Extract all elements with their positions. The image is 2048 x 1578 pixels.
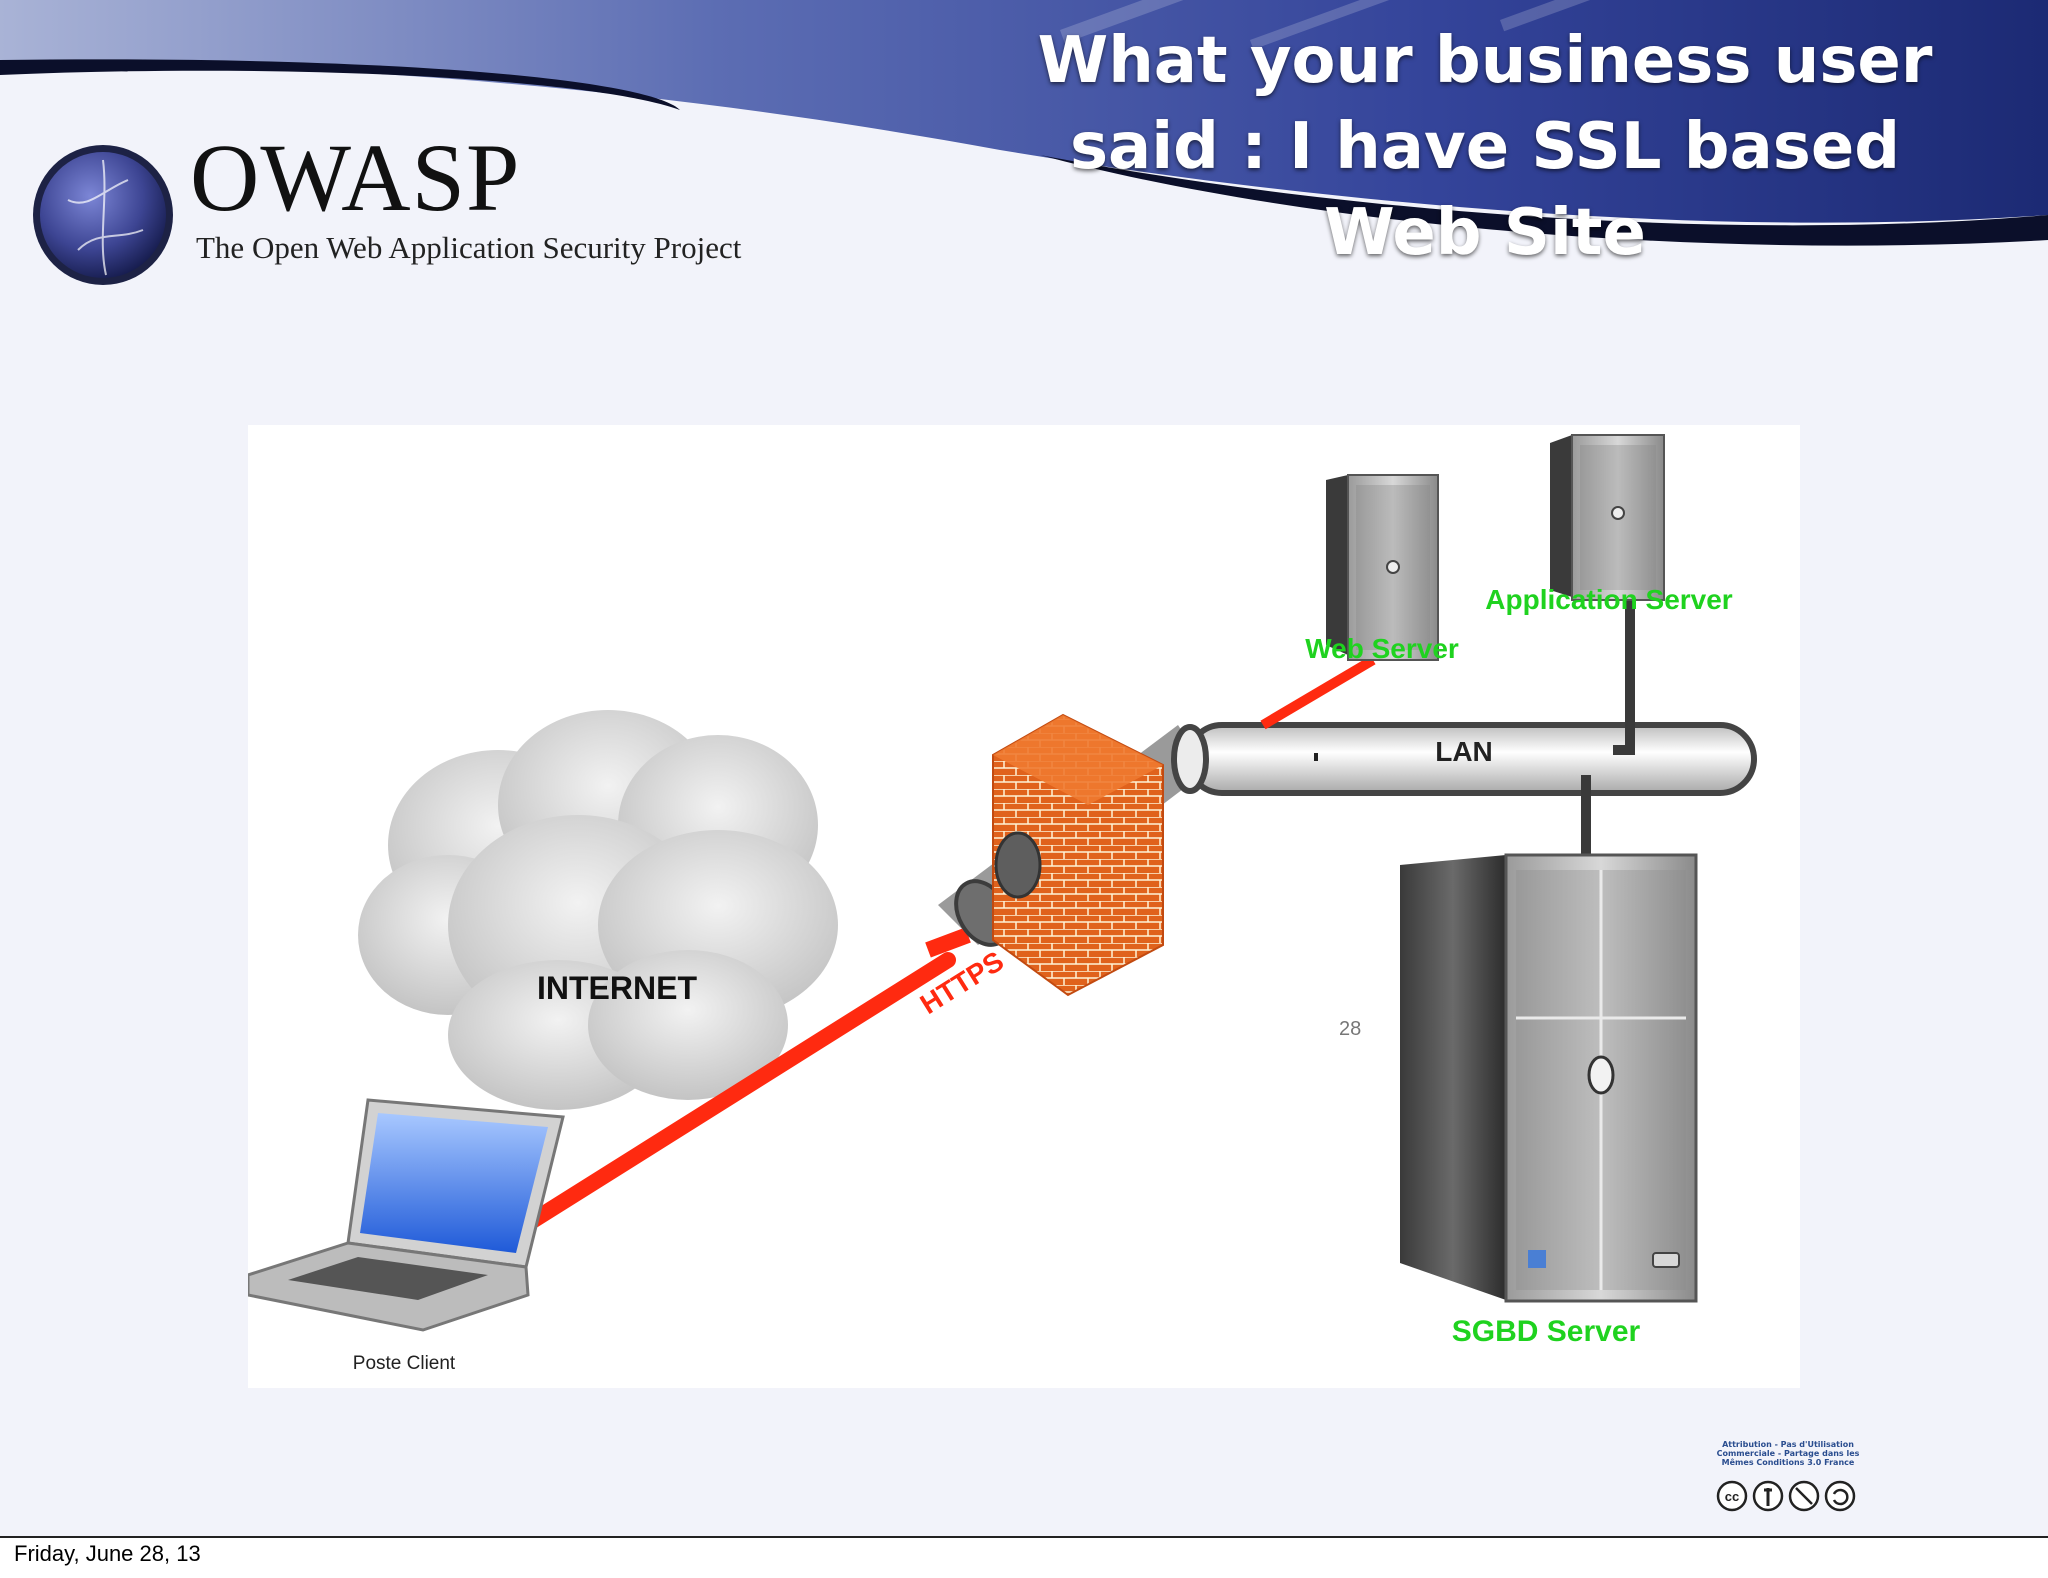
cc-icon	[1716, 1480, 1748, 1512]
sgbd-server-icon	[1400, 853, 1698, 1303]
web-server-icon	[1326, 474, 1439, 661]
slide: What your business user said : I have SS…	[0, 0, 2048, 1538]
sa-icon	[1824, 1480, 1856, 1512]
page-number: 28	[1339, 1018, 1362, 1040]
header-band	[0, 0, 2048, 246]
web-server-link	[1260, 655, 1376, 730]
creative-commons-badge: cc	[1716, 1480, 1856, 1512]
footer-date: Friday, June 28, 13	[14, 1541, 201, 1566]
network-diagram: INTERNET HTTPS	[246, 425, 1800, 1388]
application-server-icon	[1550, 434, 1665, 601]
firewall-icon	[992, 713, 1164, 997]
footer-bar	[0, 1536, 2048, 1578]
web-server-label: Web Server	[1305, 633, 1459, 664]
internet-cloud: INTERNET	[358, 710, 838, 1110]
owasp-wordmark: OWASP	[190, 124, 521, 231]
lan-pipe: LAN	[1171, 722, 1757, 796]
slide-title: What your business user said : I have SS…	[1037, 24, 1933, 270]
sgbd-server-label: SGBD Server	[1452, 1315, 1641, 1348]
application-server-label: Application Server	[1485, 584, 1733, 615]
lan-label: LAN	[1435, 736, 1493, 767]
license-text: Attribution - Pas d'Utilisation Commerci…	[1716, 1440, 1860, 1467]
client-label: Poste Client	[353, 1353, 456, 1374]
internet-label: INTERNET	[537, 970, 697, 1006]
cc-letters: cc	[1725, 1489, 1739, 1504]
owasp-tagline: The Open Web Application Security Projec…	[196, 230, 742, 265]
owasp-globe-icon	[33, 145, 173, 285]
network-diagram-canvas: INTERNET HTTPS	[246, 434, 1757, 1374]
https-label: HTTPS	[915, 945, 1009, 1020]
laptop-icon	[246, 1098, 565, 1332]
application-server-link	[1613, 590, 1635, 755]
